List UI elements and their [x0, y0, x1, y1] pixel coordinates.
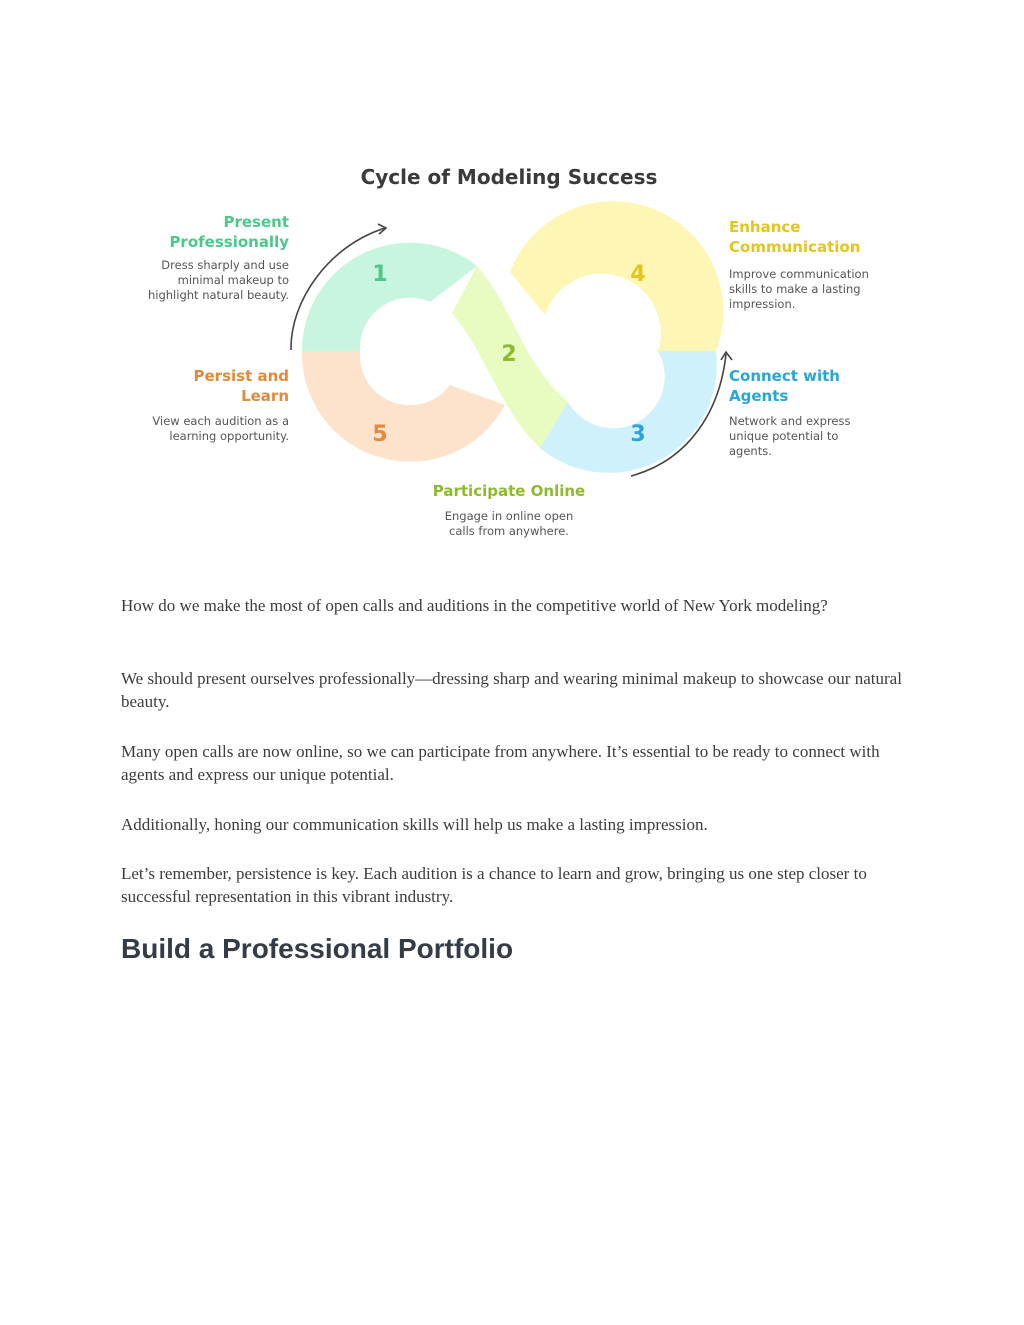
- segment-4: [510, 201, 724, 351]
- step-title-4: Enhance Communication: [729, 218, 861, 256]
- step-title-3: Connect with Agents: [729, 367, 840, 405]
- cycle-graphic: 1 2 3 4 5: [290, 201, 733, 477]
- step-number-1: 1: [372, 262, 387, 287]
- paragraph-4: Additionally, honing our communication s…: [121, 815, 708, 834]
- label-connect-with-agents: Connect with Agents Network and express …: [729, 366, 869, 459]
- paragraph-3: Many open calls are now online, so we ca…: [121, 742, 880, 784]
- section-heading: Build a Professional Portfolio: [121, 933, 514, 964]
- step-title-2: Participate Online: [432, 482, 586, 500]
- label-persist-and-learn: Persist and Learn View each audition as …: [150, 366, 289, 444]
- step-title-1: Present Professionally: [169, 213, 289, 251]
- diagram-title: Cycle of Modeling Success: [360, 165, 658, 189]
- paragraph-5: Let’s remember, persistence is key. Each…: [121, 864, 867, 906]
- label-enhance-communication: Enhance Communication Improve communicat…: [729, 217, 889, 312]
- cycle-diagram: 1 2 3 4 5 Cycle of Modeling Success Pres…: [0, 0, 1024, 580]
- paragraph-2: We should present ourselves professional…: [121, 669, 902, 711]
- segment-3: [540, 351, 717, 473]
- step-desc-4: Improve communication skills to make a l…: [729, 267, 869, 311]
- step-desc-2: Engage in online open calls from anywher…: [444, 509, 574, 538]
- step-number-4: 4: [630, 262, 645, 287]
- step-desc-5: View each audition as a learning opportu…: [152, 414, 289, 443]
- step-number-5: 5: [372, 422, 387, 447]
- step-number-3: 3: [630, 422, 645, 447]
- arrow-bottom-right-icon: [630, 353, 727, 477]
- label-participate-online: Participate Online Engage in online open…: [419, 481, 599, 539]
- segment-2: [452, 266, 568, 448]
- label-present-professionally: Present Professionally Dress sharply and…: [140, 212, 289, 303]
- step-number-2: 2: [501, 342, 516, 367]
- paragraph-1: How do we make the most of open calls an…: [121, 596, 828, 615]
- step-title-5: Persist and Learn: [193, 367, 290, 405]
- arrow-top-left-icon: [290, 227, 386, 351]
- step-desc-3: Network and express unique potential to …: [729, 414, 851, 458]
- segment-5: [301, 351, 505, 462]
- segment-1: [301, 242, 477, 351]
- step-desc-1: Dress sharply and use minimal makeup to …: [147, 258, 289, 302]
